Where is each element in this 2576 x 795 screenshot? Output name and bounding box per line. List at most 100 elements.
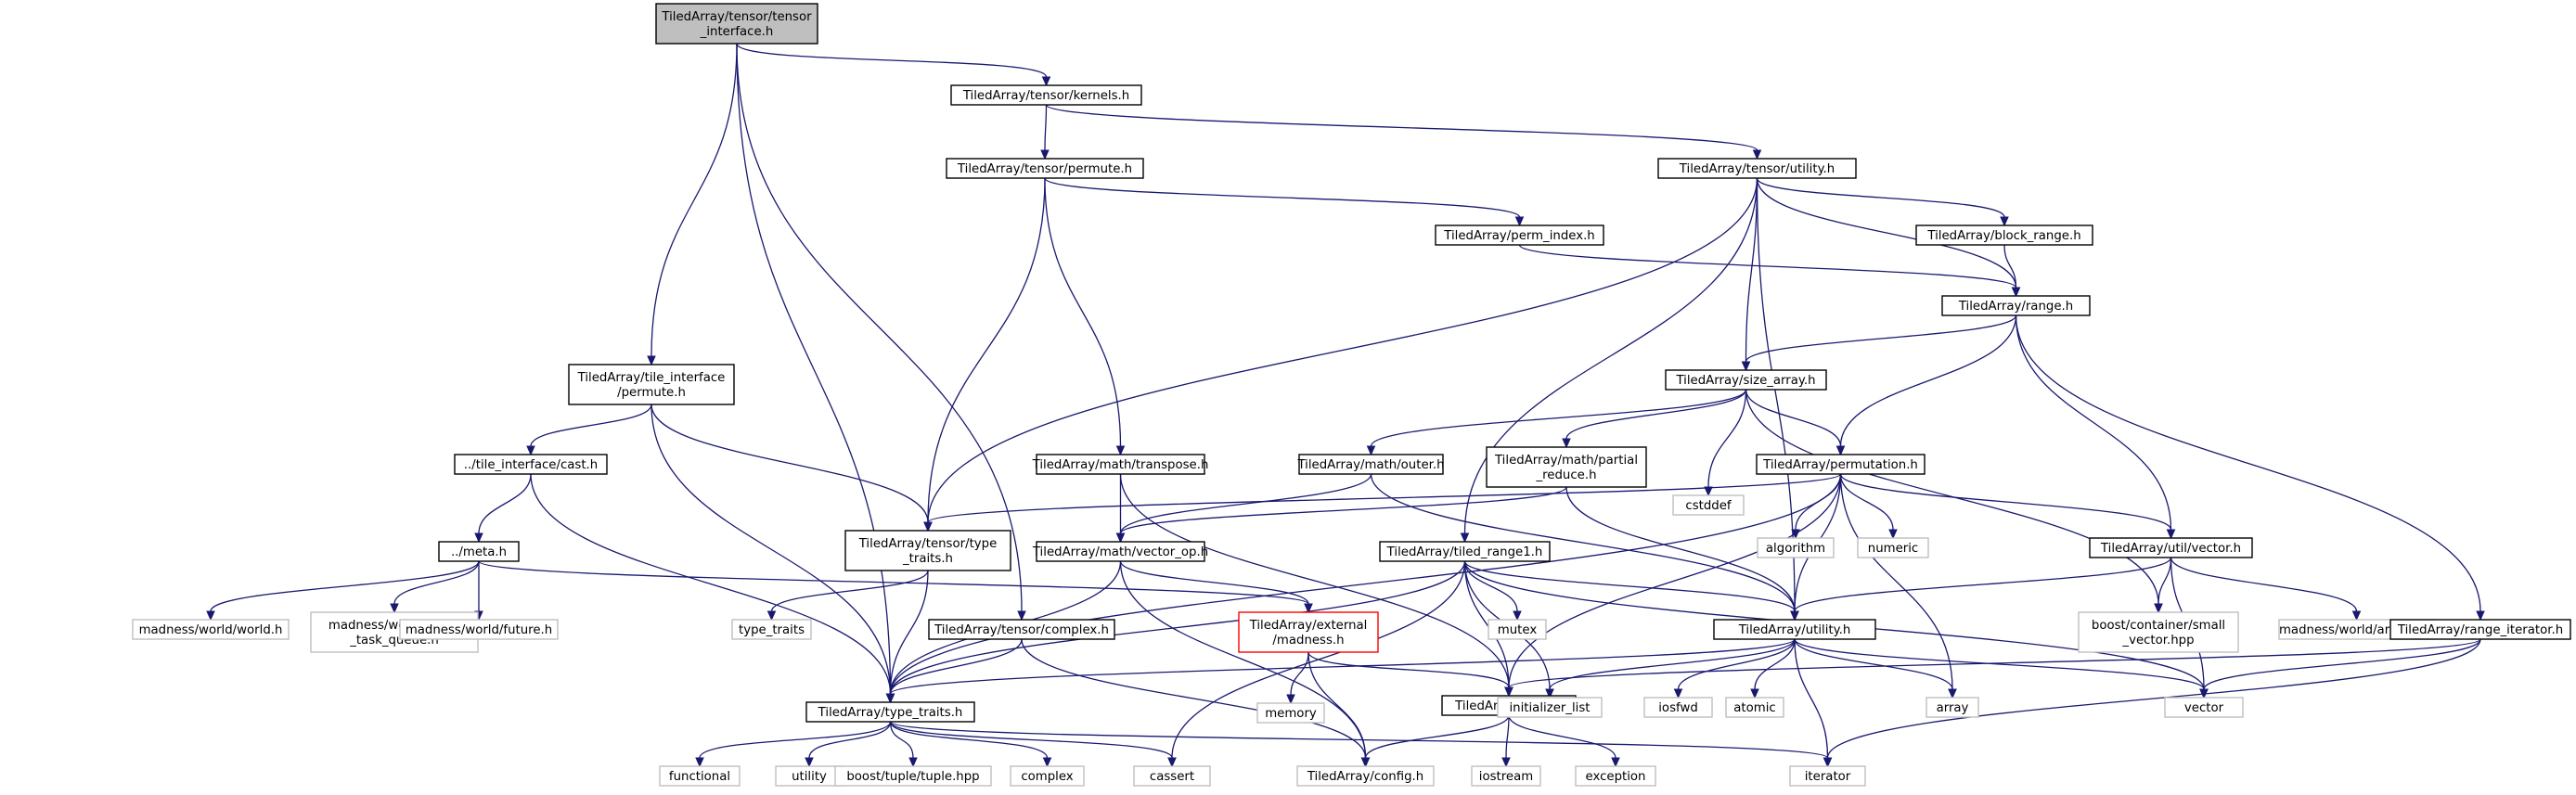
arrowhead-icon (1888, 529, 1898, 540)
edge-n8-to-n13 (1704, 389, 1747, 497)
node-n12[interactable]: TiledArray/math/partial_reduce.h (1486, 446, 1647, 488)
nodes-layer: TiledArray/tensor/tensor_interface.hTile… (132, 3, 2571, 787)
arrowhead-icon (908, 757, 918, 768)
arrowhead-icon (2011, 287, 2021, 298)
edge-n8-to-n14 (1745, 389, 1846, 456)
node-n4[interactable]: TiledArray/perm_index.h (1435, 224, 1604, 246)
edge-n32-to-n35 (1504, 638, 2481, 698)
edge-n3-to-n5 (1756, 177, 2009, 227)
node-label: _reduce.h (1535, 468, 1596, 482)
arrowhead-icon (1040, 149, 1050, 160)
node-n20: numeric (1857, 537, 1929, 558)
node-label: /madness.h (1272, 634, 1344, 648)
node-n26[interactable]: TiledArray/tensor/complex.h (928, 619, 1115, 640)
node-box (132, 619, 290, 640)
edge-n35-to-n48 (1508, 714, 1620, 768)
node-n33[interactable]: TiledArray/type_traits.h (805, 701, 975, 723)
edges-layer (206, 43, 2485, 768)
node-n27[interactable]: TiledArray/external/madness.h (1238, 611, 1379, 653)
node-label: iostream (1479, 770, 1533, 784)
edge-n6-to-n14 (1835, 314, 2017, 456)
node-n3[interactable]: TiledArray/tensor/utility.h (1657, 158, 1857, 179)
node-n16[interactable]: TiledArray/tensor/type_traits.h (844, 530, 1011, 571)
arrowhead-icon (1504, 686, 1513, 698)
edge-n33-to-n49 (889, 721, 1833, 768)
node-n17[interactable]: TiledArray/math/vector_op.h (1032, 541, 1208, 562)
node-box (1657, 158, 1857, 179)
edge-n7-to-n16 (650, 404, 933, 532)
edge-n15-to-n23 (390, 560, 480, 614)
node-box (1643, 697, 1713, 718)
node-n21[interactable]: TiledArray/util/vector.h (2089, 537, 2253, 558)
node-n15[interactable]: ../meta.h (438, 541, 520, 562)
node-label: TiledArray/size_array.h (1675, 374, 1815, 388)
arrowhead-icon (2166, 529, 2176, 540)
node-n42: utility (775, 765, 844, 787)
node-label: TiledArray/math/partial (1494, 454, 1638, 468)
node-box (1488, 619, 1547, 640)
node-n18[interactable]: TiledArray/tiled_range1.h (1379, 541, 1551, 562)
node-n7[interactable]: TiledArray/tile_interface/permute.h (568, 364, 735, 405)
node-box (568, 364, 735, 405)
node-n8[interactable]: TiledArray/size_array.h (1665, 369, 1827, 391)
edge-n15-to-n24 (474, 560, 483, 622)
arrowhead-icon (1042, 757, 1052, 768)
node-box (1486, 446, 1647, 488)
arrowhead-icon (695, 757, 704, 768)
edge-n6-to-n8 (1741, 314, 2017, 372)
node-n49: iterator (1789, 765, 1866, 787)
edge-n33-to-n45 (889, 721, 1177, 768)
node-n2[interactable]: TiledArray/tensor/permute.h (946, 158, 1144, 179)
node-label: iterator (1805, 770, 1851, 784)
node-label: TiledArray/math/transpose.h (1032, 458, 1209, 472)
node-label: boost/container/small (2092, 619, 2225, 633)
edge-n3-to-n8 (1741, 177, 1758, 372)
arrowhead-icon (1017, 610, 1026, 622)
arrowhead-icon (1948, 688, 1957, 699)
node-label: TiledArray/math/vector_op.h (1032, 545, 1208, 559)
node-n14[interactable]: TiledArray/permutation.h (1756, 454, 1926, 475)
node-n9[interactable]: ../tile_interface/cast.h (454, 454, 608, 475)
arrowhead-icon (1514, 216, 1525, 227)
edge-n16-to-n25 (766, 570, 929, 622)
node-n29[interactable]: TiledArray/utility.h (1713, 619, 1876, 640)
node-label: atomic (1733, 701, 1775, 715)
node-label: boost/tuple/tuple.hpp (846, 770, 979, 784)
node-n0[interactable]: TiledArray/tensor/tensor_interface.h (655, 3, 818, 45)
node-n47: iostream (1471, 765, 1541, 787)
edge-n29-to-n38 (1750, 638, 1796, 699)
arrowhead-icon (206, 610, 215, 622)
node-n1[interactable]: TiledArray/tensor/kernels.h (950, 84, 1142, 106)
arrowhead-icon (1611, 757, 1620, 768)
node-box (1133, 765, 1211, 787)
arrowhead-icon (1360, 757, 1371, 768)
arrowhead-icon (1366, 445, 1376, 456)
node-n25: type_traits (731, 619, 812, 640)
node-n6[interactable]: TiledArray/range.h (1941, 295, 2091, 316)
node-label: type_traits (739, 623, 805, 637)
node-box (1789, 765, 1866, 787)
node-n28: mutex (1488, 619, 1547, 640)
arrowhead-icon (1460, 532, 1470, 544)
node-box (1298, 454, 1444, 475)
node-box (659, 765, 741, 787)
edge-n35-to-n46 (1360, 714, 1510, 768)
node-n5[interactable]: TiledArray/block_range.h (1915, 224, 2093, 246)
node-label: complex (1021, 770, 1073, 784)
node-n10[interactable]: TiledArray/math/transpose.h (1032, 454, 1209, 475)
node-label: _vector.hpp (2121, 634, 2194, 648)
node-box (928, 619, 1115, 640)
edge-n17-to-n46 (1119, 560, 1371, 768)
node-n32[interactable]: TiledArray/range_iterator.h (2389, 619, 2571, 640)
arrowhead-icon (2000, 216, 2009, 227)
node-label: numeric (1868, 542, 1918, 556)
edge-n6-to-n32 (2015, 314, 2485, 622)
node-box (1435, 224, 1604, 246)
node-n11[interactable]: TiledArray/math/outer.h (1296, 454, 1445, 475)
node-box (1941, 295, 2091, 316)
edge-n14-to-n16 (923, 473, 1842, 532)
node-label: TiledArray/tensor/permute.h (957, 162, 1132, 176)
node-box (1713, 619, 1876, 640)
node-label: TiledArray/permutation.h (1762, 458, 1918, 472)
edge-n33-to-n41 (695, 721, 892, 768)
